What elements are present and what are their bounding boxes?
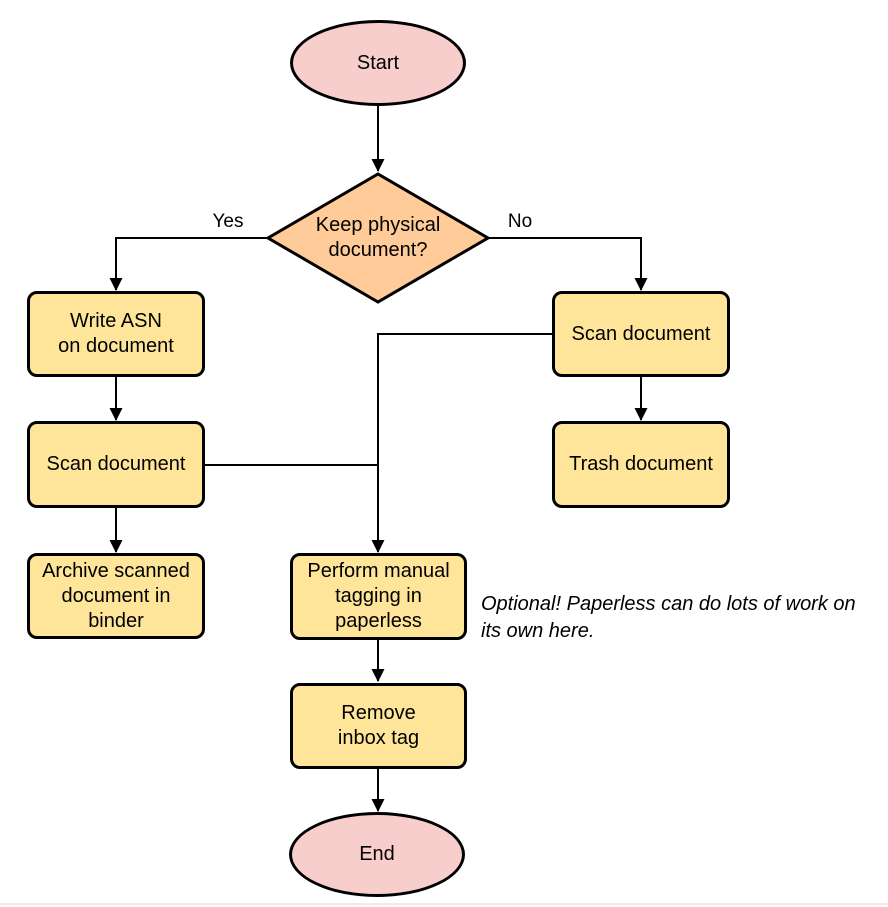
node-start: Start xyxy=(290,20,466,106)
node-manual-tagging: Perform manual tagging in paperless xyxy=(290,553,467,640)
node-remove-inbox-tag: Remove inbox tag xyxy=(290,683,467,769)
edge-label-no: No xyxy=(507,211,533,232)
decision-diamond-shape xyxy=(265,172,491,304)
node-write-asn: Write ASN on document xyxy=(27,291,205,377)
node-scan-document-left: Scan document xyxy=(27,421,205,508)
optional-note: Optional! Paperless can do lots of work … xyxy=(481,593,856,642)
edge-scanright-to-tagging xyxy=(371,333,552,553)
edge-label-yes: Yes xyxy=(212,211,244,232)
node-trash-document: Trash document xyxy=(552,421,730,508)
node-decision-label: Keep physical document? xyxy=(315,214,441,261)
node-scan-document-right: Scan document xyxy=(552,291,730,377)
edge-decision-no xyxy=(489,237,648,291)
bottom-divider xyxy=(0,903,888,905)
edge-decision-yes xyxy=(109,237,267,291)
node-archive-document: Archive scanned document in binder xyxy=(27,553,205,639)
node-end: End xyxy=(289,812,465,897)
